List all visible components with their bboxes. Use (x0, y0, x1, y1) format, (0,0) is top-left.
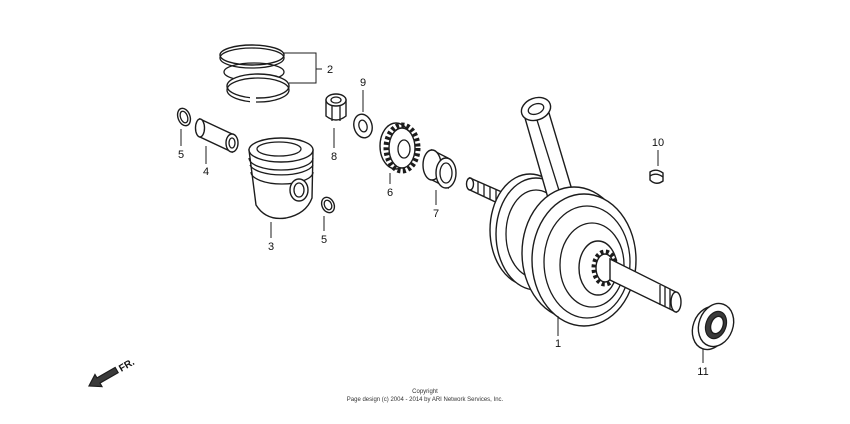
front-label: FR. (117, 357, 137, 375)
front-arrow-icon (87, 366, 119, 388)
piston-crown-recess (256, 141, 302, 157)
bearing-bore (439, 162, 453, 184)
nut-top (325, 93, 347, 107)
clip-right-inner (323, 199, 333, 211)
key-edge (649, 173, 664, 178)
ring-groove-2 (249, 164, 314, 176)
callout-5-right[interactable]: 5 (321, 234, 327, 246)
clip-left-inner (179, 110, 189, 124)
bearing (422, 148, 457, 190)
nut (325, 93, 347, 121)
piston-rings (219, 44, 290, 104)
gear (379, 122, 421, 174)
copyright-title: Copyright (412, 389, 438, 395)
pin-boss (289, 178, 309, 202)
key (649, 169, 664, 184)
callout-2[interactable]: 2 (327, 64, 333, 76)
oil-seal (691, 302, 735, 351)
clip-left-outer (176, 107, 192, 127)
clip-left (176, 107, 192, 127)
piston-pin (194, 117, 239, 154)
left-shaft-splines (477, 181, 497, 202)
ring-gap (250, 94, 256, 104)
washer-hole (358, 119, 368, 133)
pin-front-end (225, 133, 239, 153)
rod-small-end (520, 96, 552, 122)
nut-bore (330, 96, 342, 104)
gear-bore (397, 139, 411, 159)
nut-flats (331, 106, 341, 121)
right-shaft-threads (659, 285, 671, 309)
key-body (649, 169, 664, 184)
callout-8[interactable]: 8 (331, 151, 337, 163)
oil-seal-bore (709, 315, 725, 335)
callout-3[interactable]: 3 (268, 241, 274, 253)
ring-groove-1 (248, 157, 314, 171)
piston (248, 137, 314, 220)
pin-bore (228, 137, 236, 149)
clip-right (320, 196, 336, 214)
rod-small-end-bore (527, 102, 545, 116)
ring-top-outer (219, 44, 285, 66)
right-shaft-end (670, 291, 682, 313)
front-flywheel-rim (543, 205, 631, 319)
gear-face (388, 127, 416, 169)
callout-10[interactable]: 10 (652, 137, 664, 149)
clip-right-outer (320, 196, 336, 214)
callout-1[interactable]: 1 (555, 338, 561, 350)
callout-11[interactable]: 11 (697, 366, 708, 378)
pin-back-end (194, 118, 206, 138)
left-shaft-end (465, 177, 475, 191)
callout-7[interactable]: 7 (433, 208, 439, 220)
ring-groove-3 (250, 171, 314, 185)
ring-bottom-inner (226, 77, 290, 103)
callout-5-left[interactable]: 5 (178, 149, 184, 161)
crankshaft (465, 96, 682, 327)
washer-outer (353, 113, 373, 139)
callout-9[interactable]: 9 (360, 77, 366, 89)
leader-2 (284, 52, 322, 84)
callout-4[interactable]: 4 (203, 166, 209, 178)
ring-top-inner (219, 47, 285, 69)
front-flywheel-inner (559, 222, 625, 308)
pin-boss-bore (293, 182, 305, 198)
copyright-line: Page design (c) 2004 - 2014 by ARI Netwo… (347, 397, 504, 403)
callout-6[interactable]: 6 (387, 187, 393, 199)
front-direction-marker: FR. (87, 357, 137, 388)
washer (353, 113, 373, 139)
gear-teeth (383, 122, 421, 174)
connecting-rod-web (536, 119, 563, 201)
bearing-front (435, 157, 457, 189)
